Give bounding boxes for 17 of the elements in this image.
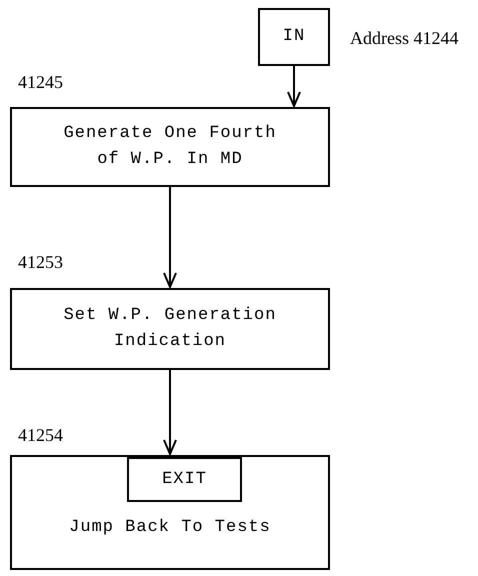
process-box (258, 8, 330, 66)
address-label: 41254 (18, 424, 63, 447)
box-text: Jump Back To Tests (68, 517, 272, 539)
address-label: 41245 (18, 71, 63, 94)
box-text: Set W.P. Generation Indication (62, 305, 278, 353)
address-label: Address 41244 (350, 27, 458, 50)
process-box (10, 288, 330, 370)
arrow (163, 370, 177, 455)
box-text: Generate One Fourth of W.P. In MD (62, 123, 278, 171)
process-box (10, 455, 330, 570)
box-text: IN (282, 26, 306, 48)
address-label: 41253 (18, 251, 63, 274)
process-box (127, 457, 242, 502)
box-text: EXIT (161, 468, 208, 490)
arrow (287, 66, 301, 107)
process-box (10, 107, 330, 187)
arrow (163, 187, 177, 288)
